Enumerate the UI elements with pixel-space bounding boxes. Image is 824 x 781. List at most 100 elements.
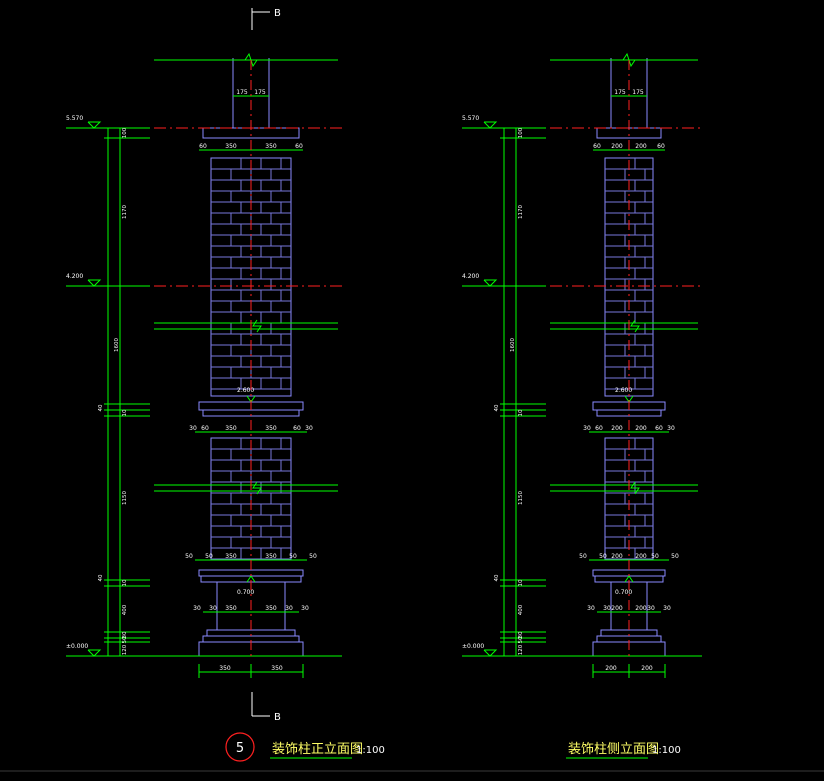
vdim-label-7: 40 [494, 574, 500, 581]
cap-dim-3: 60 [657, 143, 665, 150]
vdim-label-0: 100 [122, 127, 128, 138]
level-upper-label: 4.200 [66, 273, 83, 280]
top-dim-left: 175 [614, 89, 626, 96]
side-scale: 1:100 [652, 745, 681, 756]
vdim-label-9: 30 [518, 631, 524, 638]
vdim-label-10: 50 [122, 636, 128, 643]
plinth-dim-4: 30 [647, 605, 655, 612]
lower-level-label: 0.700 [237, 589, 254, 596]
base-dim-0: 50 [185, 553, 193, 560]
band-dim-3: 200 [635, 425, 647, 432]
plinth-dim-2: 350 [225, 605, 237, 612]
top-dim-left: 175 [236, 89, 248, 96]
base-dim-4: 50 [651, 553, 659, 560]
plinth-dim-1: 30 [603, 605, 611, 612]
plinth-dim-4: 30 [285, 605, 293, 612]
plinth-dim-3: 200 [635, 605, 647, 612]
plinth-dim-2: 200 [611, 605, 623, 612]
plinth-dim-0: 30 [587, 605, 595, 612]
cap-dim-1: 200 [611, 143, 623, 150]
bottom-dim-right: 350 [271, 665, 283, 672]
level-ground-triangle [483, 649, 498, 657]
vdim-label-1: 1170 [518, 205, 524, 219]
plinth-dim-0: 30 [193, 605, 201, 612]
level-ground-label: ±0.000 [66, 643, 88, 650]
plinth-dim-5: 30 [301, 605, 309, 612]
top-dim-right: 175 [632, 89, 644, 96]
upper-break-symbol [252, 319, 262, 333]
vdim-label-10: 50 [518, 636, 524, 643]
vdim-label-1: 1170 [122, 205, 128, 219]
band-dim-2: 200 [611, 425, 623, 432]
band-dim-0: 30 [583, 425, 591, 432]
vdim-label-11: 120 [122, 644, 128, 655]
base-dim-5: 50 [309, 553, 317, 560]
base-dim-3: 200 [635, 553, 647, 560]
upper-break-symbol [630, 319, 640, 333]
vdim-label-8: 400 [122, 604, 128, 615]
level-upper-triangle [483, 279, 498, 287]
level-ground-label: ±0.000 [462, 643, 484, 650]
band-dim-5: 30 [305, 425, 313, 432]
level-upper-triangle [87, 279, 102, 287]
cap-dim-2: 200 [635, 143, 647, 150]
level-upper-label: 4.200 [462, 273, 479, 280]
section-marker-bottom: B [251, 692, 281, 723]
side-title: 装饰柱侧立面图 [568, 742, 659, 757]
side-title-block: 装饰柱侧立面图 1:100 [566, 742, 681, 759]
lower-level-label: 0.700 [615, 589, 632, 596]
level-ground-triangle [87, 649, 102, 657]
base-dim-4: 50 [289, 553, 297, 560]
cap-dim-0: 60 [199, 143, 207, 150]
vdim-label-6: 10 [122, 579, 128, 586]
callout-number: 5 [236, 741, 244, 756]
plinth-dim-3: 350 [265, 605, 277, 612]
vdim-label-6: 10 [518, 579, 524, 586]
top-dim-right: 175 [254, 89, 266, 96]
base-dim-2: 200 [611, 553, 623, 560]
callout-circle [225, 732, 255, 762]
section-marker-top-label: B [274, 8, 281, 19]
band-dim-4: 60 [293, 425, 301, 432]
front-title-block: 5 装饰柱正立面图 1:100 [225, 732, 385, 762]
mid-level-label: 2.600 [237, 387, 254, 394]
vdim-label-5: 1150 [518, 491, 524, 505]
vdim-label-2: 1600 [510, 338, 516, 352]
band-dim-1: 60 [201, 425, 209, 432]
base-dim-2: 350 [225, 553, 237, 560]
band-dim-2: 350 [225, 425, 237, 432]
band-dim-5: 30 [667, 425, 675, 432]
base-dim-1: 50 [205, 553, 213, 560]
vdim-label-3: 40 [494, 404, 500, 411]
vdim-label-11: 120 [518, 644, 524, 655]
base-dim-3: 350 [265, 553, 277, 560]
bottom-dim-right: 200 [641, 665, 653, 672]
level-top-label: 5.570 [462, 115, 479, 122]
cap-dim-1: 350 [225, 143, 237, 150]
bottom-dim-left: 200 [605, 665, 617, 672]
vdim-label-3: 40 [98, 404, 104, 411]
vdim-label-5: 1150 [122, 491, 128, 505]
front-title: 装饰柱正立面图 [272, 742, 363, 757]
plinth-dim-5: 30 [663, 605, 671, 612]
base-dim-1: 50 [599, 553, 607, 560]
vdim-label-8: 400 [518, 604, 524, 615]
mid-level-label: 2.600 [615, 387, 632, 394]
vdim-label-2: 1600 [114, 338, 120, 352]
band-dim-0: 30 [189, 425, 197, 432]
lower-break-symbol [630, 481, 640, 495]
vdim-label-4: 10 [122, 409, 128, 416]
section-marker-top: B [251, 8, 281, 30]
base-dim-0: 50 [579, 553, 587, 560]
bottom-dim-left: 350 [219, 665, 231, 672]
front-scale: 1:100 [356, 745, 385, 756]
vdim-label-4: 10 [518, 409, 524, 416]
band-dim-3: 350 [265, 425, 277, 432]
level-top-triangle [483, 121, 498, 129]
vdim-label-7: 40 [98, 574, 104, 581]
vdim-label-9: 30 [122, 631, 128, 638]
section-marker-bottom-label: B [274, 712, 281, 723]
